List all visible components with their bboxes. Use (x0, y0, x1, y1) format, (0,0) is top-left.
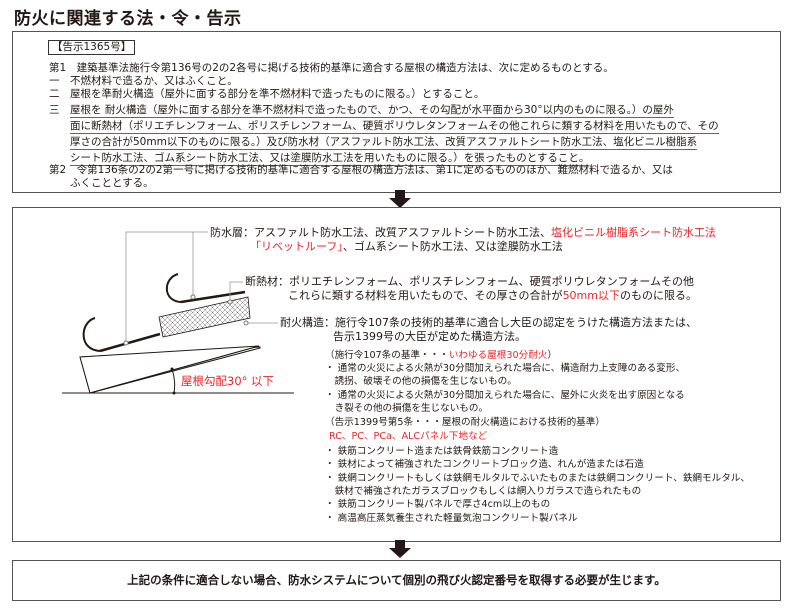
insulation-text: これらに類する材料を用いたもので、その厚さの合計が (288, 289, 563, 302)
slope-label: 屋根勾配30° 以下 (181, 374, 275, 388)
details-heading1: （施行令107条の基準・・・いわゆる屋根30分耐火） (325, 349, 557, 362)
details-bullet: ・ 鉄筋コンクリート製パネルで厚さ4cm以上のもの (325, 499, 551, 510)
product-name: 「リベットルーフ」 (250, 240, 343, 253)
insulation-highlight: 50mm以下 (562, 289, 620, 302)
item3-line: 面に断熱材（ポリエチレンフォーム、ポリスチレンフォーム、硬質ポリウレタンフォーム… (70, 120, 719, 134)
heading-text: ） (547, 350, 557, 361)
fireproof-line2: 告示1399号の大臣が定めた構造方法。 (333, 330, 526, 343)
details-bullet: ・ 鉄筋コンクリート造または鉄骨鉄筋コンクリート造 (325, 446, 559, 457)
notice-tag: 【告示1365号】 (48, 40, 136, 55)
insulation-line2: これらに類する材料を用いたもので、その厚さの合計が50mm以下のものに限る。 (288, 289, 697, 303)
insulation-label: 断熱材： (245, 275, 289, 288)
waterproof-line1: 防水層：アスファルト防水工法、改質アスファルトシート防水工法、塩化ビニル樹脂系シ… (210, 226, 716, 240)
heading-highlight: いわゆる屋根30分耐火 (448, 350, 548, 361)
notice-line: ふくこととする。 (70, 177, 154, 189)
item3-prefix: 三 (49, 104, 60, 116)
page-title: 防火に関連する法・令・告示 (14, 9, 242, 29)
insulation-layer (158, 296, 251, 338)
details-bullet: き裂その他の損傷を生じないもの。 (325, 403, 489, 414)
fireproof-text: 施行令107条の技術的基準に適合し大臣の認定をうけた構造方法または、 (335, 316, 697, 329)
hook-icon (82, 317, 101, 352)
waterproof-label: 防水層： (210, 226, 254, 239)
notice-line: 第1 建築基準法施行令第136号の2の2各号に掲げる技術的基準に適合する屋根の構… (49, 62, 614, 74)
insulation-text: のものに限る。 (620, 289, 697, 302)
details-bullet: ・ 通常の火災による火熱が30分間加えられた場合に、構造耐力上支障のある変形、 (325, 363, 686, 374)
waterproof-text: 、ゴム系シート防水工法、又は塗膜防水工法 (342, 240, 563, 253)
waterproof-line2: 「リベットルーフ」、ゴム系シート防水工法、又は塗膜防水工法 (250, 240, 563, 254)
details-heading2: （告示1399号第5条・・・屋根の耐火構造における技術的基準） (325, 417, 605, 428)
item3-line: 屋根を 耐火構造（屋外に面する部分を準不燃材料で造ったもので、かつ、その勾配が水… (70, 104, 674, 118)
notice-line: 一 不燃材料で造るか、又はふくこと。 (49, 75, 238, 87)
details-bullet: 鉄材で補強されたガラスブロックもしくは網入りガラスで造られたもの (325, 486, 642, 497)
notice-box: 【告示1365号】 第1 建築基準法施行令第136号の2の2各号に掲げる技術的基… (12, 31, 781, 193)
waterproof-layer (99, 332, 161, 353)
notice-line: 第2 令第136条の2の2第一号に掲げる技術的基準に適合する屋根の構造方法は、第… (49, 164, 673, 176)
details-bullet: ・ 鉄網コンクリートもしくは鉄網モルタルでふいたものまたは鉄網コンクリート、鉄網… (325, 473, 750, 484)
hook-icon (165, 273, 183, 303)
fireproof-line1: 耐火構造：施行令107条の技術的基準に適合し大臣の認定をうけた構造方法または、 (280, 316, 697, 330)
insulation-line1: 断熱材：ポリエチレンフォーム、ポリスチレンフォーム、硬質ポリウレタンフォームその… (245, 275, 694, 289)
conclusion-box: 上記の条件に適合しない場合、防水システムについて個別の飛び火認定番号を取得する必… (12, 560, 781, 601)
notice-line: 二 屋根を準耐火構造（屋外に面する部分を準不燃材料で造ったものに限る。）とするこ… (49, 88, 485, 100)
insulation-text: ポリエチレンフォーム、ポリスチレンフォーム、硬質ポリウレタンフォームその他 (289, 275, 695, 288)
item3-line: 厚さの合計が50mm以下のものに限る。）及び防水材（アスファルト防水工法、改質ア… (70, 136, 698, 150)
fireproof-label: 耐火構造： (280, 316, 335, 329)
details-bullet: ・ 通常の火災による火熱が30分間加えられた場合に、屋外に火炎を出す原因となる (325, 390, 685, 401)
details-bullet: 誘拐、破壊その他の損傷を生じないもの。 (325, 376, 517, 387)
details-bullet: ・ 鉄材によって補強されたコンクリートブロック造、れんが造または石造 (325, 459, 644, 470)
heading-text: （施行令107条の基準・・・ (325, 350, 449, 361)
details-bullet: ・ 高温高圧蒸気養生された軽量気泡コンクリート製パネル (325, 513, 578, 524)
conclusion-text: 上記の条件に適合しない場合、防水システムについて個別の飛び火認定番号を取得する必… (127, 573, 666, 587)
details-heading2-highlight: RC、PC、PCa、ALCパネル下地など (329, 431, 488, 442)
waterproof-highlight: 塩化ビニル樹脂系シート防水工法 (551, 226, 716, 239)
item3-line: シート防水工法、ゴム系シート防水工法、又は塗膜防水工法を用いたものに限る。）を張… (70, 152, 590, 166)
waterproof-text: アスファルト防水工法、改質アスファルトシート防水工法、 (254, 226, 551, 239)
